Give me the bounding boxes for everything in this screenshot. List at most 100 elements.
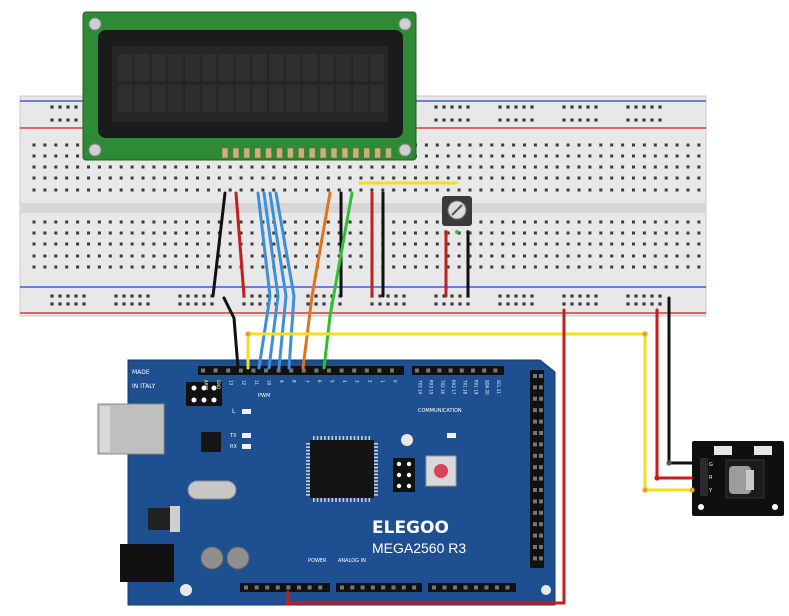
- header-hole: [381, 585, 386, 590]
- rail-hole: [642, 118, 646, 122]
- breadboard-hole: [653, 188, 657, 192]
- breadboard-hole: [305, 176, 308, 180]
- led-rx-label: RX: [230, 444, 237, 450]
- rail-hole: [194, 294, 198, 298]
- breadboard-hole: [370, 165, 374, 169]
- right-header-holes: [533, 374, 543, 561]
- breadboard-hole: [621, 231, 625, 235]
- breadboard-hole: [163, 165, 167, 169]
- wire-black-lcd-gnd-rail: [211, 191, 227, 298]
- breadboard-hole: [141, 265, 145, 269]
- header-hole: [505, 585, 510, 590]
- header-hole: [314, 368, 319, 373]
- voltage-regulator: [148, 508, 174, 530]
- breadboard-hole: [283, 231, 287, 235]
- breadboard-hole: [544, 231, 548, 235]
- breadboard-hole: [533, 265, 537, 269]
- rail-hole: [594, 302, 598, 306]
- breadboard-hole: [653, 231, 657, 235]
- header-hole: [533, 453, 537, 458]
- rail-hole: [522, 294, 526, 298]
- rail-hole: [506, 118, 510, 122]
- breadboard-hole: [446, 143, 450, 147]
- breadboard-hole: [479, 165, 483, 169]
- breadboard-hole: [392, 242, 396, 246]
- rail-hole: [562, 118, 566, 122]
- breadboard-hole: [108, 254, 112, 258]
- breadboard-hole: [653, 165, 657, 169]
- breadboard-hole: [294, 265, 298, 269]
- wire-red-sensor-vcc: [655, 308, 694, 480]
- breadboard-hole: [686, 143, 690, 147]
- breadboard-hole: [664, 231, 668, 235]
- breadboard-hole: [588, 220, 592, 224]
- breadboard-hole: [283, 254, 287, 258]
- pin-label-rx3-15: RX3 15: [429, 380, 434, 395]
- breadboard-hole: [403, 188, 407, 192]
- header-hole: [539, 522, 543, 527]
- breadboard-hole: [588, 143, 592, 147]
- breadboard-hole: [185, 231, 189, 235]
- breadboard-hole: [370, 176, 374, 180]
- breadboard-hole: [337, 220, 341, 224]
- breadboard-hole: [686, 188, 690, 192]
- header-hole: [459, 368, 464, 373]
- lcd-cell: [218, 54, 234, 81]
- header-hole: [275, 585, 280, 590]
- breadboard-hole: [348, 220, 352, 224]
- breadboard-center-channel: [20, 203, 706, 213]
- header-hole: [533, 465, 537, 470]
- rail-hole: [138, 302, 142, 306]
- breadboard-hole: [43, 265, 47, 269]
- header-hole: [244, 585, 248, 590]
- breadboard-hole: [653, 220, 657, 224]
- breadboard-hole: [468, 165, 472, 169]
- lcd-cell: [118, 85, 133, 112]
- header-hole: [539, 476, 543, 481]
- top-header-holes: [201, 368, 498, 373]
- breadboard-hole: [250, 188, 254, 192]
- breadboard-hole: [621, 242, 625, 246]
- breadboard-hole: [381, 188, 385, 192]
- rail-hole: [594, 118, 598, 122]
- breadboard-hole: [174, 265, 178, 269]
- breadboard-hole: [544, 242, 548, 246]
- breadboard-hole: [239, 176, 243, 180]
- power-label: POWER: [308, 558, 327, 564]
- rail-hole: [498, 302, 502, 306]
- lcd-pin: [232, 147, 240, 159]
- pin-label-10: 10: [267, 380, 272, 386]
- header-hole: [463, 585, 468, 590]
- breadboard-hole: [457, 143, 461, 147]
- board-mount-hole: [401, 434, 413, 446]
- breadboard-hole: [512, 143, 516, 147]
- breadboard-hole: [610, 154, 614, 158]
- breadboard-hole: [642, 154, 646, 158]
- pin-label-sda-20: SDA 20: [485, 380, 490, 395]
- breadboard-hole: [119, 254, 123, 258]
- lcd-cell: [269, 54, 284, 81]
- breadboard-hole: [65, 265, 69, 269]
- breadboard-hole: [87, 242, 90, 246]
- breadboard-hole: [414, 242, 417, 246]
- sensor-element-face: [746, 470, 754, 490]
- breadboard-hole: [326, 176, 330, 180]
- header-hole: [442, 585, 447, 590]
- breadboard-hole: [686, 231, 690, 235]
- rail-hole: [258, 294, 262, 298]
- header-hole: [412, 585, 417, 590]
- usb-connector-face: [100, 406, 110, 452]
- breadboard-hole: [621, 220, 625, 224]
- breadboard-hole: [326, 188, 330, 192]
- breadboard-hole: [555, 220, 559, 224]
- rail-hole: [322, 302, 326, 306]
- rail-hole: [242, 302, 246, 306]
- lcd-cell: [134, 85, 150, 112]
- mcu-chip: [310, 440, 374, 498]
- bottom-rail-holes: [50, 294, 662, 306]
- rail-hole: [450, 105, 454, 109]
- breadboard-hole: [544, 254, 548, 258]
- breadboard-hole: [566, 143, 570, 147]
- breadboard-hole: [523, 231, 526, 235]
